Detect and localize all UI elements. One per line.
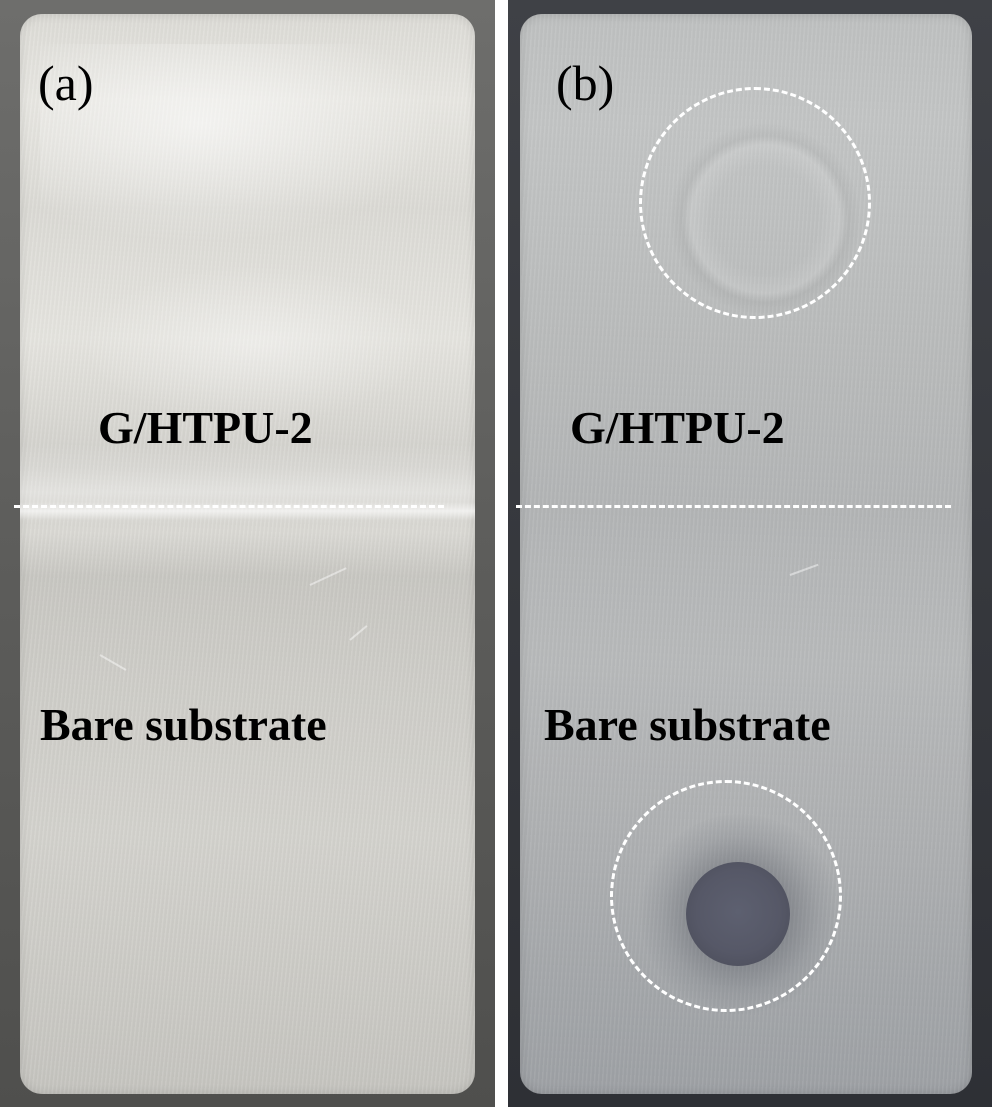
surface-scratch <box>99 654 127 671</box>
surface-scratch <box>309 567 347 586</box>
reflection-glare <box>80 264 430 424</box>
reflection-glare <box>40 44 440 244</box>
substrate-label: Bare substrate <box>544 699 831 750</box>
test-area-circle-bare <box>610 780 842 1012</box>
panel-letter: (a) <box>38 55 94 111</box>
coating-label: G/HTPU-2 <box>570 402 785 453</box>
coating-boundary-line <box>516 505 951 508</box>
substrate-label: Bare substrate <box>40 699 327 750</box>
panel-b: (b) G/HTPU-2 Bare substrate <box>508 0 992 1107</box>
panel-a: (a) G/HTPU-2 Bare substrate <box>0 0 495 1107</box>
coating-boundary-line <box>14 505 444 508</box>
test-area-circle-coated <box>639 87 871 319</box>
coating-label: G/HTPU-2 <box>98 402 313 453</box>
metal-plate-a <box>20 14 475 1094</box>
surface-scratch <box>789 563 819 576</box>
panel-letter: (b) <box>556 55 615 111</box>
reflection-glare <box>20 444 475 524</box>
surface-scratch <box>349 625 368 641</box>
